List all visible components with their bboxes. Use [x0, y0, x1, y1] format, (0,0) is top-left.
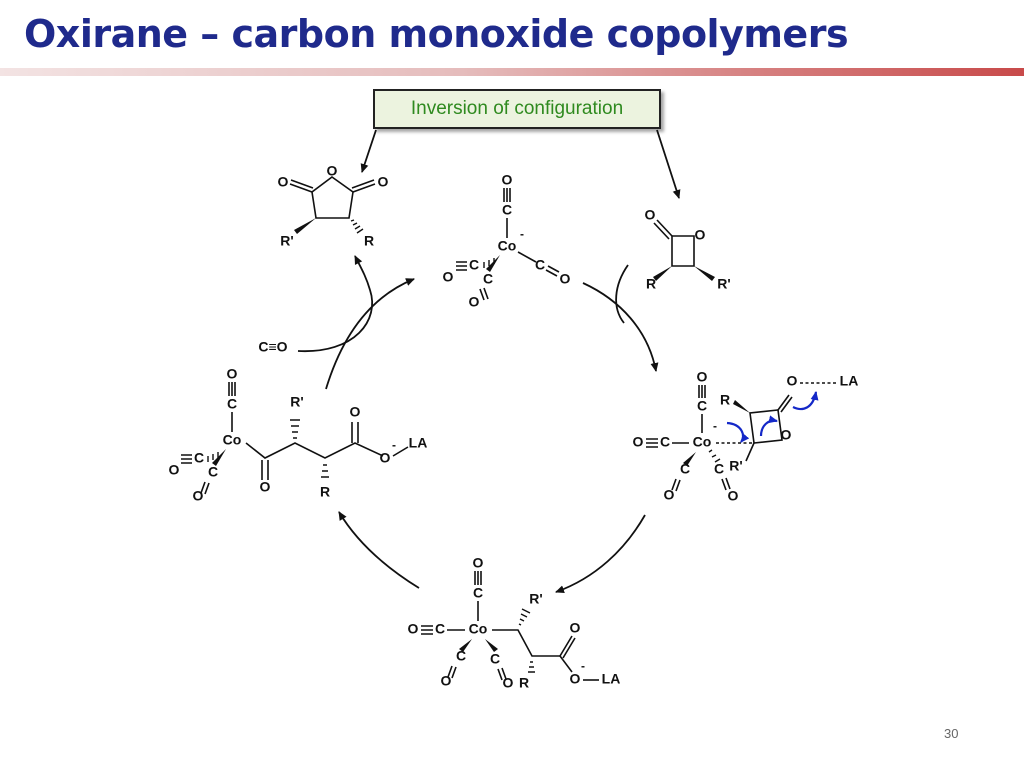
bottom-co-metal: Co	[469, 621, 488, 637]
callout-arrows	[360, 129, 681, 199]
arrow-lactone-in	[615, 264, 629, 324]
right-co-charge: -	[713, 419, 717, 433]
right-co-c-down-right: C	[714, 461, 724, 477]
right-co-c-axial: C	[697, 398, 707, 414]
arrow-right-to-bottom	[555, 514, 646, 594]
left-acyl-o: O	[260, 479, 271, 495]
bottom-co-c-down-right: C	[490, 651, 500, 667]
right-co-c-down-left: C	[680, 461, 690, 477]
inversion-callout: Inversion of configuration	[373, 89, 661, 129]
right-lewis-acid: LA	[840, 373, 859, 389]
right-co-metal: Co	[693, 434, 712, 450]
bottom-co-c-down-left: C	[456, 648, 466, 664]
right-lactone-ring-o: O	[781, 427, 792, 443]
right-co-o-down-left: O	[664, 487, 675, 503]
cycle-arrows	[297, 255, 659, 594]
top-co-charge: -	[520, 227, 524, 241]
top-co-o-down: O	[469, 294, 480, 310]
bottom-co-c-left: C	[435, 621, 445, 637]
bottom-carboxylate-o: O	[570, 671, 581, 687]
top-co-o-axial: O	[502, 172, 513, 188]
top-co-c-left: C	[469, 257, 479, 273]
left-r-prime: R'	[290, 394, 303, 410]
bottom-r-prime: R'	[529, 591, 542, 607]
top-co-c-right: C	[535, 257, 545, 273]
right-lactone-r: R	[720, 392, 730, 408]
blue-arrow-1	[726, 421, 750, 443]
lactone-r: R	[646, 276, 656, 292]
right-co-o-axial: O	[697, 369, 708, 385]
slide-title: Oxirane – carbon monoxide copolymers	[24, 12, 849, 56]
blue-arrow-3	[792, 391, 819, 411]
callout-arrow-anhydride	[360, 129, 377, 173]
free-co-label: C≡O	[258, 339, 287, 355]
cobalt-tetracarbonyl-anion: O C Co - C O C O C O	[443, 172, 571, 310]
beta-lactone: O O R R'	[645, 207, 731, 292]
left-carbonyl-o: O	[350, 404, 361, 420]
lactone-carbonyl-o: O	[645, 207, 656, 223]
right-co-o-down-right: O	[728, 488, 739, 504]
arrow-bottom-to-left	[338, 511, 420, 589]
left-co-metal: Co	[223, 432, 242, 448]
succinic-anhydride: O O O R' R	[278, 163, 389, 249]
left-carboxylate-o: O	[380, 450, 391, 466]
left-co-o-left: O	[169, 462, 180, 478]
callout-arrow-lactone	[656, 129, 681, 199]
cobalt-lactone-complex: O C - Co O C C O C O R R' O O LA	[633, 369, 859, 504]
top-co-o-right: O	[560, 271, 571, 287]
left-co-c-left: C	[194, 450, 204, 466]
lactone-ring-o: O	[695, 227, 706, 243]
arrow-top-to-right	[582, 282, 659, 372]
bottom-co-o-down-right: O	[503, 675, 514, 691]
anhydride-ring-o: O	[327, 163, 338, 179]
title-rule	[0, 68, 1024, 76]
right-lactone-carbonyl-o: O	[787, 373, 798, 389]
right-co-c-left: C	[660, 434, 670, 450]
bottom-charge: -	[581, 659, 585, 673]
top-co-metal: Co	[498, 238, 517, 254]
bottom-lewis-acid: LA	[602, 671, 621, 687]
anhydride-r: R	[364, 233, 374, 249]
bottom-co-c-axial: C	[473, 585, 483, 601]
acyl-cobalt-intermediate: O C Co C O C O O R' R O - O LA	[169, 366, 428, 504]
left-co-o-axial: O	[227, 366, 238, 382]
arrow-left-to-top	[325, 278, 415, 390]
bottom-carbonyl-o: O	[570, 620, 581, 636]
right-co-o-left: O	[633, 434, 644, 450]
lactone-r-prime: R'	[717, 276, 730, 292]
left-co-c-axial: C	[227, 396, 237, 412]
anhydride-carbonyl-o-right: O	[378, 174, 389, 190]
anhydride-carbonyl-o-left: O	[278, 174, 289, 190]
page-number: 30	[944, 726, 959, 741]
bottom-co-o-down-left: O	[441, 673, 452, 689]
right-lactone-r-prime: R'	[729, 458, 742, 474]
left-lewis-acid: LA	[409, 435, 428, 451]
blue-arrow-2	[759, 415, 778, 437]
bottom-r: R	[519, 675, 529, 691]
bottom-co-o-axial: O	[473, 555, 484, 571]
callout-text: Inversion of configuration	[410, 98, 624, 119]
arrow-co-in	[297, 255, 373, 352]
top-co-c-axial: C	[502, 202, 512, 218]
left-co-o-down: O	[193, 488, 204, 504]
top-co-c-down: C	[483, 271, 493, 287]
anhydride-r-prime: R'	[280, 233, 293, 249]
left-charge: -	[392, 438, 396, 452]
top-co-o-left: O	[443, 269, 454, 285]
bottom-co-o-left: O	[408, 621, 419, 637]
left-co-c-down: C	[208, 464, 218, 480]
alkyl-cobalt-intermediate: O C Co O C C O C O R' R O - O LA	[408, 555, 621, 691]
left-r: R	[320, 484, 330, 500]
free-carbon-monoxide: C≡O	[258, 339, 287, 355]
